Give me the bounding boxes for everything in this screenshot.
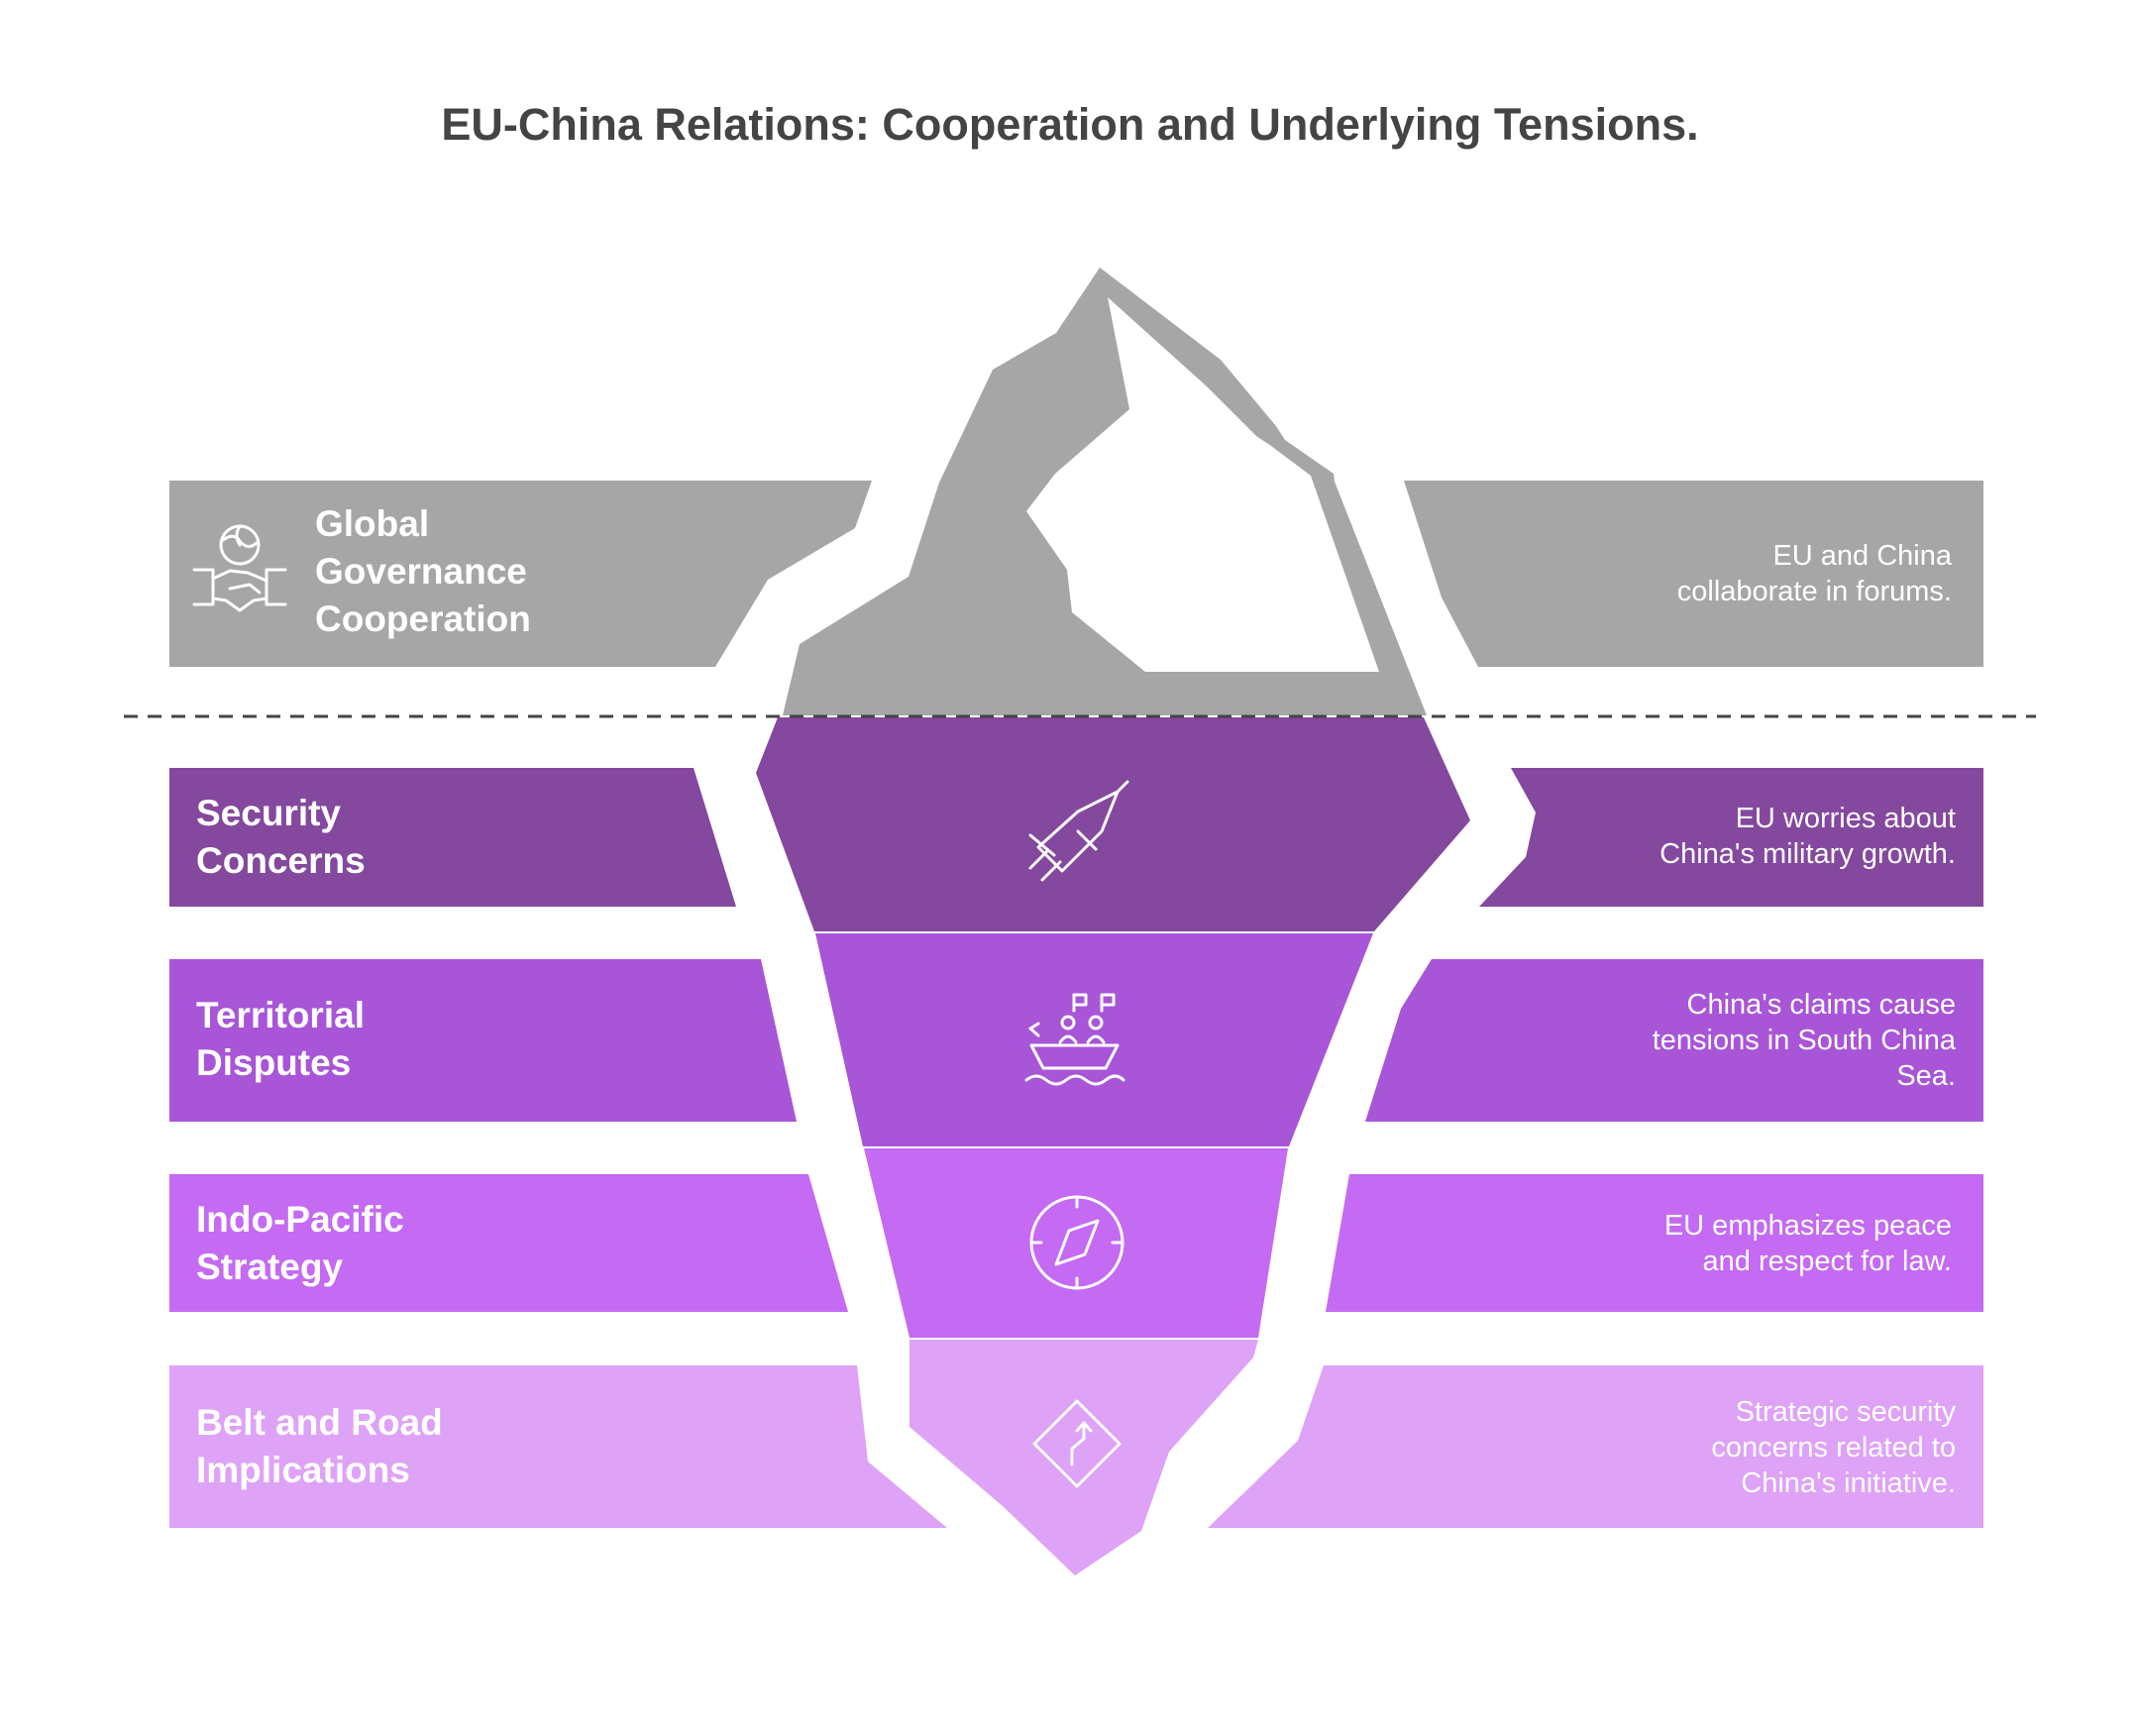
band-security-right <box>1479 768 1983 907</box>
layer-label-territorial: Territorial Disputes <box>196 995 365 1083</box>
iceberg-snowcap <box>1026 297 1379 672</box>
band-security-left <box>169 768 736 907</box>
band-belt-road-right <box>1208 1365 1983 1528</box>
iceberg-layer-indo-pacific <box>864 1148 1288 1338</box>
band-global-governance-right <box>1404 481 1983 667</box>
layer-description-indo-pacific: EU emphasizes peace and respect for law. <box>1663 1210 1952 1277</box>
band-territorial-right <box>1365 959 1983 1122</box>
layer-description-global-governance: EU and China collaborate in forums. <box>1676 540 1952 607</box>
handshake-globe-icon <box>192 524 287 612</box>
compass-icon <box>1029 1195 1124 1290</box>
iceberg-layer-territorial <box>815 933 1373 1146</box>
layer-description-security: EU worries about China's military growth… <box>1659 803 1956 870</box>
band-indo-pacific-right <box>1326 1174 1983 1312</box>
winding-road-sign-icon <box>1032 1399 1122 1488</box>
page-title: EU-China Relations: Cooperation and Unde… <box>441 99 1699 150</box>
layer-label-indo-pacific: Indo-Pacific Strategy <box>196 1199 404 1287</box>
band-territorial-left <box>169 959 797 1122</box>
band-global-governance-left <box>169 481 872 667</box>
layer-label-global-governance: Global Governance Cooperation <box>315 503 531 639</box>
rocket-icon <box>1028 780 1129 882</box>
band-indo-pacific-left <box>169 1174 848 1312</box>
layer-label-security: Security Concerns <box>196 793 366 881</box>
ship-flags-icon <box>1024 993 1125 1086</box>
iceberg-layer-security <box>756 717 1470 931</box>
layer-description-territorial: China's claims cause tensions in South C… <box>1652 989 1956 1092</box>
iceberg-layer-belt-road <box>910 1340 1258 1575</box>
layer-label-belt-road: Belt and Road Implications <box>196 1402 443 1490</box>
layer-description-belt-road: Strategic security concerns related to C… <box>1711 1396 1956 1499</box>
band-belt-road-left <box>169 1365 947 1528</box>
